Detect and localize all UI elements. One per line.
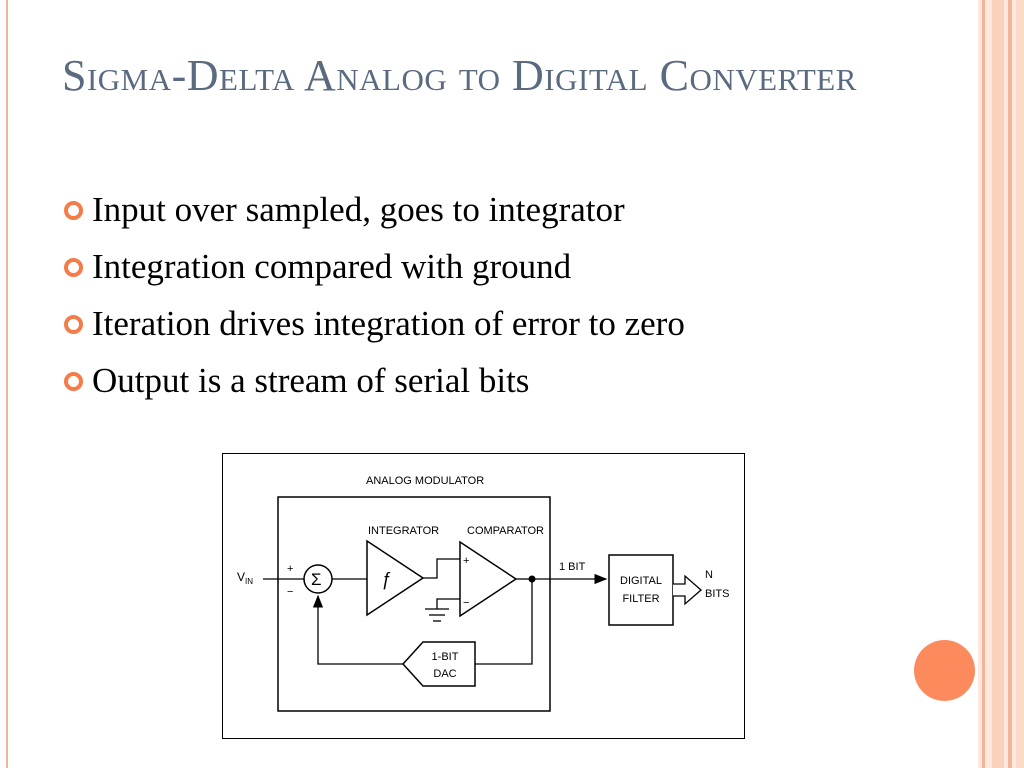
- sum-symbol: Σ: [311, 570, 322, 589]
- modulator-label: ANALOG MODULATOR: [366, 475, 484, 487]
- feedback-wire-right: [475, 579, 533, 665]
- feedback-wire-left: [312, 594, 403, 665]
- bullet-ring-icon: [64, 315, 83, 334]
- bullet-ring-icon: [64, 372, 83, 391]
- bullet-text: Integration compared with ground: [92, 247, 572, 286]
- block-diagram-svg: ANALOG MODULATOR VIN + − Σ INTEGRATOR ƒ …: [237, 475, 729, 712]
- slide-title: Sigma-Delta Analog to Digital Converter: [62, 51, 857, 100]
- dac-label-line1: 1-BIT: [432, 651, 459, 663]
- integrator-block: [366, 539, 425, 617]
- decorative-circle: [914, 640, 975, 701]
- comparator-minus-wire: [436, 598, 460, 609]
- decorative-stripes: [978, 0, 1024, 768]
- bullet-item: Output is a stream of serial bits: [62, 359, 822, 403]
- dac-block: [401, 641, 476, 687]
- bullet-item: Iteration drives integration of error to…: [62, 302, 822, 346]
- integrator-to-comparator-wire: [423, 558, 460, 579]
- integral-symbol: ƒ: [381, 569, 391, 589]
- sum-minus-sign: −: [287, 586, 293, 598]
- comparator-label: COMPARATOR: [467, 525, 544, 537]
- bullet-ring-icon: [64, 201, 83, 220]
- filter-label-line2: FILTER: [622, 593, 659, 605]
- input-label: VIN: [237, 570, 253, 586]
- modulator-box: [277, 496, 551, 712]
- bullet-item: Integration compared with ground: [62, 245, 822, 289]
- comparator-block: [459, 540, 518, 618]
- comparator-plus-sign: +: [463, 555, 469, 567]
- output-label-line2: BITS: [705, 588, 729, 600]
- comparator-minus-sign: −: [463, 597, 469, 609]
- integrator-label: INTEGRATOR: [368, 525, 439, 537]
- bullet-text: Output is a stream of serial bits: [92, 361, 530, 400]
- bullet-list: Input over sampled, goes to integrator I…: [62, 188, 822, 416]
- bullet-text: Input over sampled, goes to integrator: [92, 190, 625, 229]
- filter-label-line1: DIGITAL: [620, 575, 662, 587]
- decorative-left-line: [6, 0, 8, 768]
- output-label-line1: N: [705, 569, 713, 581]
- bullet-item: Input over sampled, goes to integrator: [62, 188, 822, 232]
- bullet-text: Iteration drives integration of error to…: [92, 304, 685, 343]
- ground-icon: [425, 608, 449, 622]
- one-bit-label: 1 BIT: [559, 561, 586, 573]
- bullet-ring-icon: [64, 258, 83, 277]
- block-diagram: ANALOG MODULATOR VIN + − Σ INTEGRATOR ƒ …: [222, 453, 745, 739]
- dac-label-line2: DAC: [433, 668, 456, 680]
- bus-arrow-icon: [673, 574, 702, 606]
- digital-filter-block: [608, 554, 674, 626]
- sum-plus-sign: +: [287, 563, 293, 575]
